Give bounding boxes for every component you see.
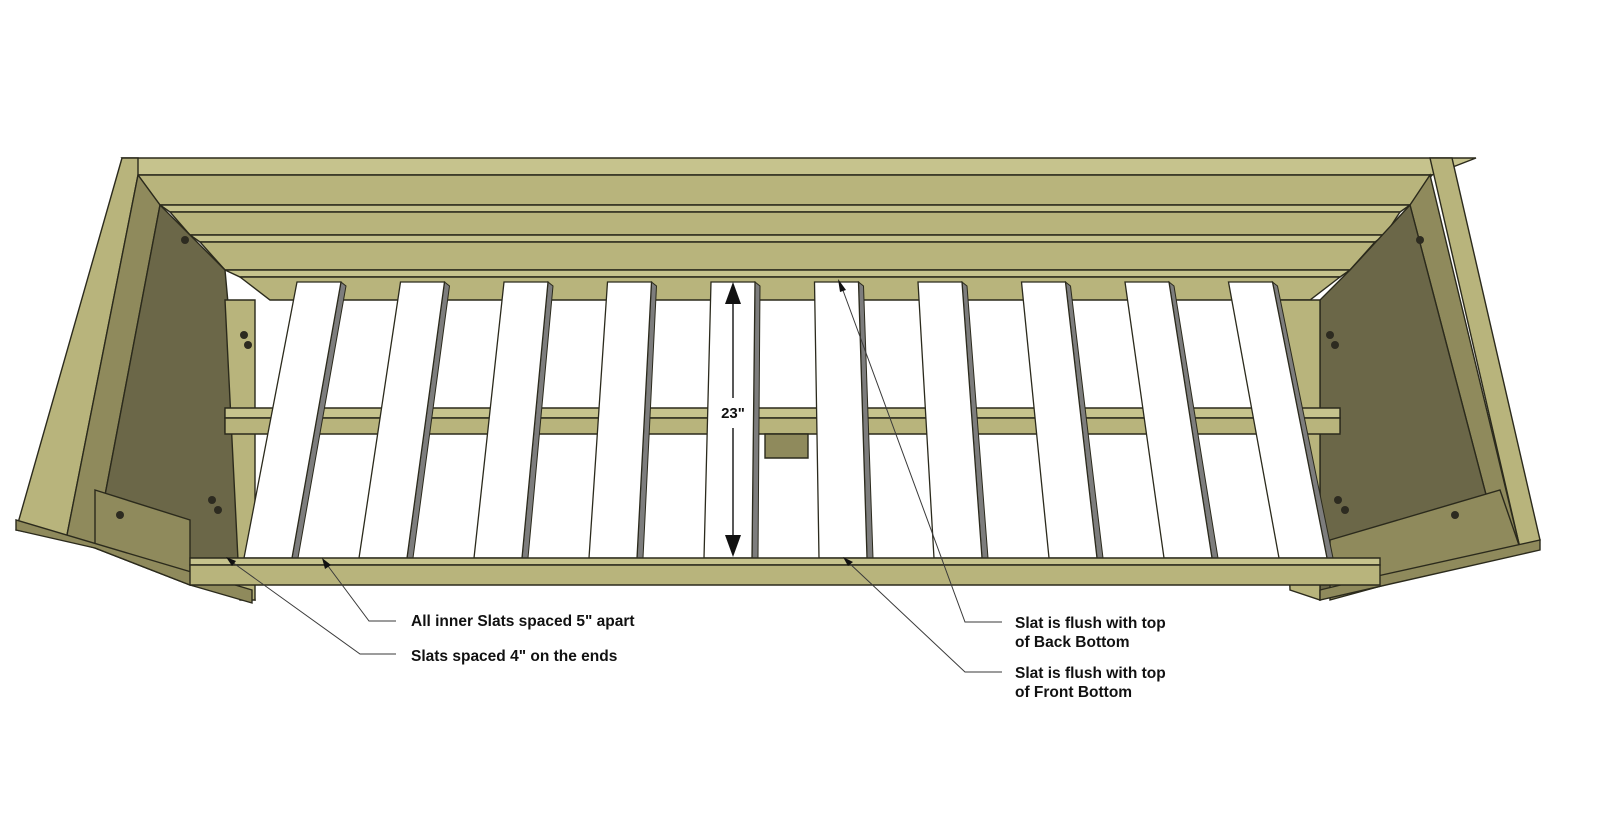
callout-back-bottom-line1: Slat is flush with top	[1015, 615, 1166, 632]
seat-slat	[917, 281, 983, 559]
seat-slats	[243, 280, 1334, 559]
depth-dimension: 23"	[721, 282, 745, 557]
callout-front-bottom-line1: Slat is flush with top	[1015, 665, 1166, 682]
callouts: All inner Slats spaced 5" apart Slats sp…	[411, 613, 1166, 701]
back-frame	[120, 157, 1477, 301]
arrowhead-down	[725, 535, 741, 557]
arrowhead-up	[725, 282, 741, 304]
callout-inner-slats: All inner Slats spaced 5" apart	[411, 613, 635, 630]
leader-lines	[226, 279, 1002, 673]
front-bottom-rail	[189, 557, 1381, 586]
dimension-label: 23"	[721, 405, 745, 422]
seat-slat	[813, 281, 868, 559]
callout-front-bottom-line2: of Front Bottom	[1015, 684, 1132, 701]
callout-back-bottom-line2: of Back Bottom	[1015, 634, 1130, 651]
callout-end-slats: Slats spaced 4" on the ends	[411, 648, 617, 665]
right-arm-frame	[1279, 157, 1541, 601]
